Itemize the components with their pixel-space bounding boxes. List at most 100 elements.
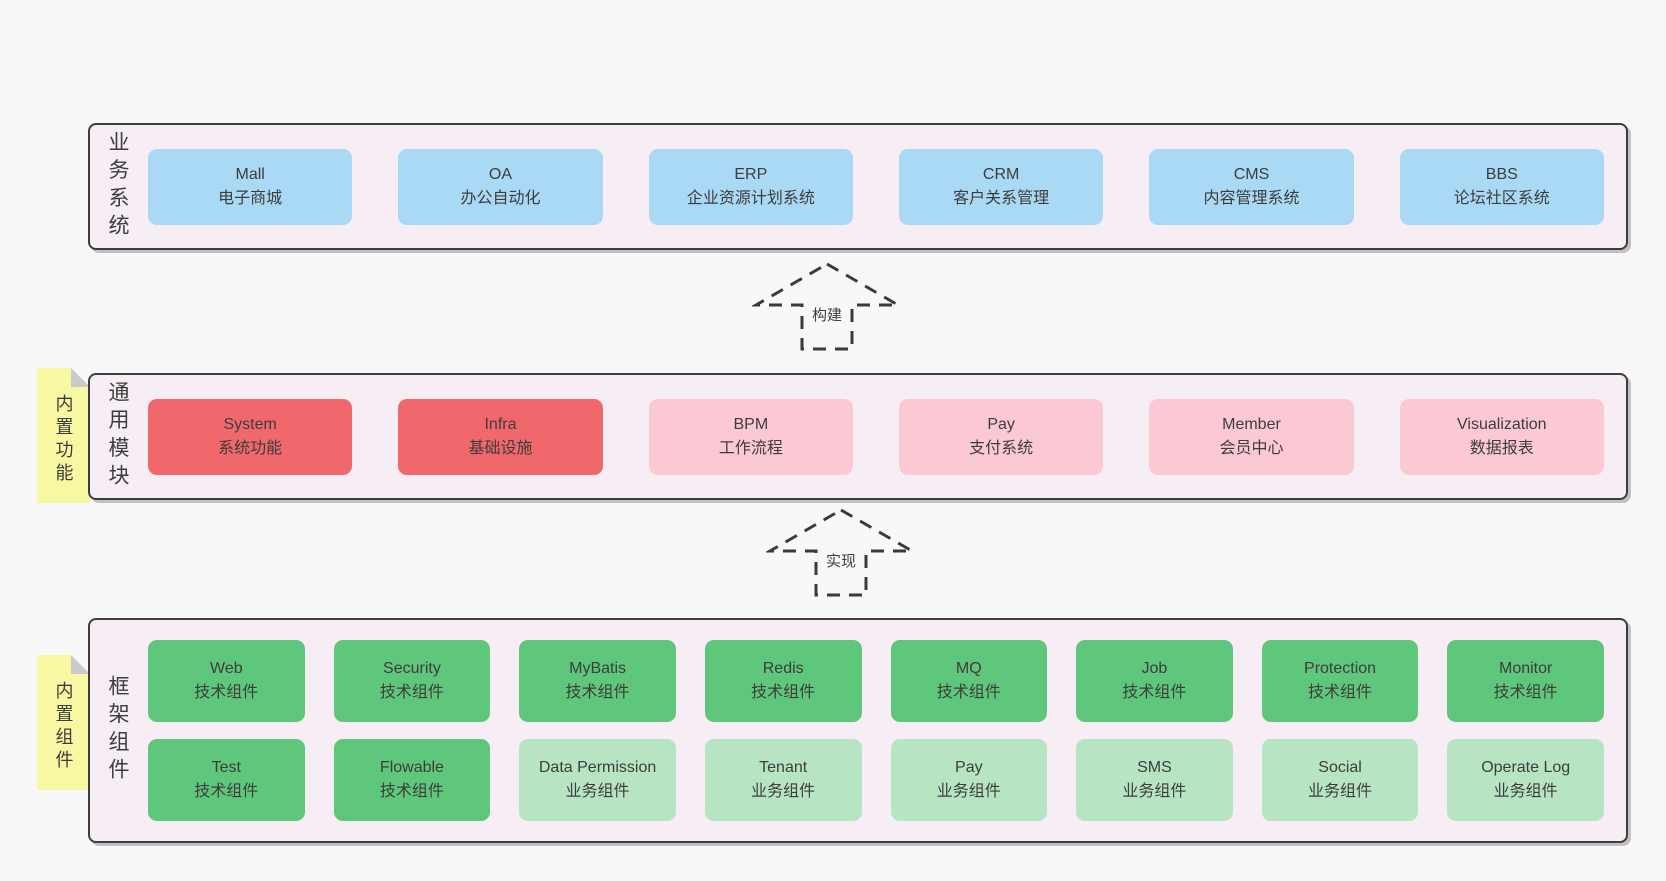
box-title: Tenant — [759, 759, 808, 776]
box-pay-business: Pay 业务组件 — [890, 739, 1048, 821]
box-title: Mall — [235, 165, 265, 183]
box-subtitle: 数据报表 — [1469, 439, 1534, 457]
box-title: CMS — [1233, 165, 1270, 183]
box-title: OA — [488, 165, 513, 183]
box-title: ERP — [734, 165, 768, 183]
box-redis: Redis 技术组件 — [704, 640, 862, 722]
box-infra: Infra 基础设施 — [398, 398, 603, 475]
box-web: Web 技术组件 — [148, 640, 305, 722]
box-title: Operate Log — [1481, 759, 1571, 776]
box-subtitle: 技术组件 — [1308, 684, 1373, 701]
box-subtitle: 支付系统 — [969, 439, 1034, 457]
box-monitor: Monitor 技术组件 — [1447, 640, 1604, 722]
dashed-up-arrow-icon — [752, 262, 902, 351]
section-framework-components: 框架组件 Web 技术组件 Security 技术组件 MyBatis 技术组件… — [88, 618, 1628, 843]
box-title: Infra — [484, 415, 517, 433]
box-title: Redis — [762, 660, 804, 677]
box-erp: ERP 企业资源计划系统 — [648, 148, 853, 225]
box-sms: SMS 业务组件 — [1076, 739, 1233, 821]
box-title: Monitor — [1499, 660, 1553, 677]
box-subtitle: 客户关系管理 — [953, 189, 1050, 207]
box-title: Data Permission — [538, 759, 657, 776]
sticky-note-builtin-components: 内置组件 — [37, 655, 90, 790]
box-system: System 系统功能 — [148, 398, 353, 475]
box-title: Protection — [1304, 660, 1377, 677]
box-mall: Mall 电子商城 — [148, 148, 353, 225]
box-visualization: Visualization 数据报表 — [1399, 398, 1604, 475]
section-label-business-systems: 业务系统 — [106, 131, 129, 242]
box-subtitle: 技术组件 — [936, 684, 1001, 701]
box-subtitle: 业务组件 — [1308, 783, 1373, 800]
box-title: System — [223, 415, 277, 433]
section-business-systems: 业务系统 Mall 电子商城 OA 办公自动化 ERP 企业资源计划系统 CRM… — [88, 123, 1628, 250]
box-security: Security 技术组件 — [333, 640, 491, 722]
box-subtitle: 电子商城 — [218, 189, 283, 207]
dashed-up-arrow-icon — [766, 508, 916, 597]
arrow-implement-label: 实现 — [822, 549, 860, 572]
box-title: Web — [210, 660, 243, 677]
box-title: Pay — [987, 415, 1015, 433]
common-modules-row: System 系统功能 Infra 基础设施 BPM 工作流程 Pay 支付系统… — [144, 375, 1626, 498]
box-title: CRM — [982, 165, 1020, 183]
box-operate-log: Operate Log 业务组件 — [1447, 739, 1604, 821]
box-title: Pay — [955, 759, 983, 776]
box-subtitle: 论坛社区系统 — [1453, 189, 1550, 207]
section-label-framework-components: 框架组件 — [106, 675, 129, 786]
box-title: Social — [1318, 759, 1362, 776]
sticky-note-label: 内置组件 — [53, 681, 74, 774]
box-bpm: BPM 工作流程 — [648, 398, 853, 475]
box-subtitle: 技术组件 — [379, 684, 444, 701]
box-title: Flowable — [379, 759, 444, 776]
box-title: Job — [1141, 660, 1168, 677]
box-subtitle: 会员中心 — [1219, 439, 1284, 457]
box-subtitle: 技术组件 — [379, 783, 444, 800]
box-pay: Pay 支付系统 — [898, 398, 1104, 475]
box-subtitle: 业务组件 — [1493, 783, 1558, 800]
box-title: BPM — [733, 415, 769, 433]
box-title: Test — [211, 759, 241, 776]
box-title: Member — [1222, 415, 1281, 433]
box-test: Test 技术组件 — [148, 739, 305, 821]
box-tenant: Tenant 业务组件 — [704, 739, 862, 821]
box-subtitle: 技术组件 — [1493, 684, 1558, 701]
box-subtitle: 业务组件 — [936, 783, 1001, 800]
sticky-note-builtin-features: 内置功能 — [37, 368, 90, 503]
box-subtitle: 技术组件 — [565, 684, 630, 701]
box-protection: Protection 技术组件 — [1261, 640, 1419, 722]
business-systems-row: Mall 电子商城 OA 办公自动化 ERP 企业资源计划系统 CRM 客户关系… — [144, 125, 1626, 248]
box-title: SMS — [1137, 759, 1172, 776]
box-subtitle: 技术组件 — [751, 684, 816, 701]
box-title: Security — [383, 660, 441, 677]
box-subtitle: 业务组件 — [1122, 783, 1187, 800]
arrow-build-label: 构建 — [808, 303, 846, 326]
box-subtitle: 基础设施 — [468, 439, 533, 457]
box-member: Member 会员中心 — [1149, 398, 1354, 475]
box-crm: CRM 客户关系管理 — [898, 148, 1104, 225]
box-title: MQ — [955, 660, 982, 677]
box-subtitle: 办公自动化 — [460, 189, 541, 207]
box-flowable: Flowable 技术组件 — [333, 739, 491, 821]
box-title: MyBatis — [569, 660, 627, 677]
framework-components-grid: Web 技术组件 Security 技术组件 MyBatis 技术组件 Redi… — [144, 620, 1626, 841]
box-title: BBS — [1485, 165, 1518, 183]
box-subtitle: 工作流程 — [718, 439, 783, 457]
box-subtitle: 业务组件 — [565, 783, 630, 800]
box-bbs: BBS 论坛社区系统 — [1399, 148, 1604, 225]
arrow-build-up: 构建 — [752, 259, 902, 353]
box-job: Job 技术组件 — [1076, 640, 1233, 722]
box-subtitle: 系统功能 — [218, 439, 283, 457]
box-subtitle: 技术组件 — [194, 684, 259, 701]
section-common-modules: 通用模块 System 系统功能 Infra 基础设施 BPM 工作流程 Pay… — [88, 373, 1628, 500]
box-data-permission: Data Permission 业务组件 — [519, 739, 676, 821]
box-title: Visualization — [1457, 415, 1547, 433]
box-mybatis: MyBatis 技术组件 — [519, 640, 676, 722]
arrow-implement-up: 实现 — [766, 505, 916, 599]
box-mq: MQ 技术组件 — [890, 640, 1048, 722]
box-subtitle: 内容管理系统 — [1203, 189, 1300, 207]
section-label-common-modules: 通用模块 — [106, 381, 129, 492]
box-subtitle: 业务组件 — [751, 783, 816, 800]
box-subtitle: 企业资源计划系统 — [686, 189, 815, 207]
sticky-note-label: 内置功能 — [53, 394, 74, 487]
box-oa: OA 办公自动化 — [398, 148, 603, 225]
